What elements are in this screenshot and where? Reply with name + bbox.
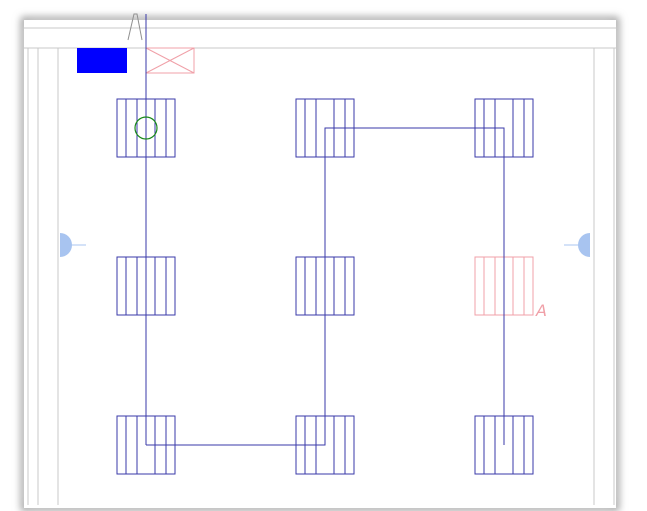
drawing-sheet — [24, 20, 616, 508]
cell-label-a: A — [535, 301, 547, 320]
circle-symbol[interactable] — [134, 116, 158, 140]
half-circle-marker-left[interactable] — [60, 233, 86, 257]
route-serpentine — [146, 127, 505, 446]
half-circle-marker-right[interactable] — [564, 233, 590, 257]
routes — [145, 14, 505, 446]
entry-chevron — [127, 13, 143, 41]
solid-blue-block[interactable] — [77, 48, 127, 73]
crossed-box-diagonal-2 — [145, 47, 195, 74]
